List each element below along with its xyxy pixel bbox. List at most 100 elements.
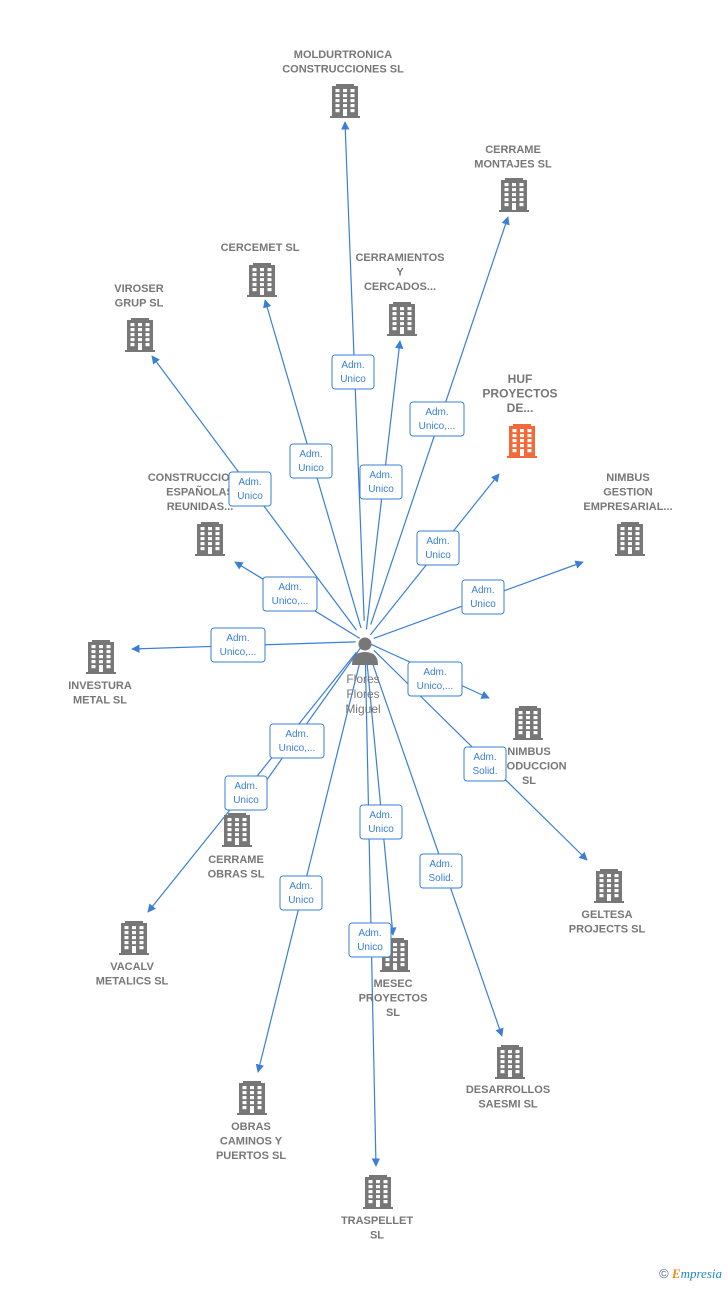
company-label-line: SL — [522, 775, 536, 787]
company-label-line: DE... — [507, 401, 534, 415]
relation-text-line: Adm. — [369, 810, 392, 821]
relation-label-nimbus-produccion[interactable]: Adm.Unico,... — [407, 661, 463, 697]
brand-name: mpresia — [680, 1266, 722, 1281]
building-icon — [119, 921, 149, 955]
company-label-line: OBRAS SL — [208, 869, 265, 881]
relation-label-construcciones-espanolas[interactable]: Adm.Unico,... — [262, 576, 318, 612]
company-label-line: TRASPELLET — [341, 1215, 413, 1227]
company-label-line: MOLDURTRONICA — [294, 49, 392, 61]
company-label-line: CONSTRUCCIONES — [148, 472, 253, 484]
relation-box — [463, 746, 507, 782]
relation-box — [262, 576, 318, 612]
relation-label-obras-caminos[interactable]: Adm.Unico — [279, 875, 323, 911]
relation-text-line: Adm. — [341, 360, 364, 371]
company-node-obras-caminos[interactable]: OBRAS CAMINOS Y PUERTOS SL — [216, 1081, 286, 1162]
relation-label-moldurtronica[interactable]: Adm.Unico — [331, 354, 375, 390]
company-node-cercemet[interactable]: CERCEMET SL — [221, 242, 300, 297]
building-icon — [615, 522, 645, 556]
person-icon — [352, 637, 378, 665]
relation-label-huf[interactable]: Adm.Unico — [416, 530, 460, 566]
company-label-line: CERRAME — [208, 854, 264, 866]
relation-text-line: Adm. — [358, 928, 381, 939]
relation-text-line: Unico,... — [220, 647, 257, 658]
relation-label-vacalv[interactable]: Adm.Unico,... — [269, 723, 325, 759]
building-icon — [195, 522, 225, 556]
relation-label-viroser[interactable]: Adm.Unico — [228, 471, 272, 507]
relation-text-line: Unico,... — [419, 421, 456, 432]
relation-text: Adm.Unico — [368, 470, 394, 495]
relation-box — [279, 875, 323, 911]
relation-label-cerrame-obras[interactable]: Adm.Unico — [224, 775, 268, 811]
relation-label-nimbus-gestion[interactable]: Adm.Unico — [461, 579, 505, 615]
relation-label-traspellet[interactable]: Adm.Unico — [348, 922, 392, 958]
relation-box — [348, 922, 392, 958]
building-icon — [363, 1175, 393, 1209]
relation-text-line: Adm. — [285, 729, 308, 740]
relation-label-investura[interactable]: Adm.Unico,... — [210, 627, 266, 663]
relation-text: Adm.Unico — [237, 477, 263, 502]
company-label-line: PUERTOS SL — [216, 1150, 286, 1162]
relation-label-mesec[interactable]: Adm.Unico — [359, 804, 403, 840]
relation-label-geltesa[interactable]: Adm.Solid. — [463, 746, 507, 782]
relation-text-line: Adm. — [234, 781, 257, 792]
company-label-line: PROYECTOS — [359, 993, 428, 1005]
relation-label-cerramientos[interactable]: Adm.Unico — [359, 464, 403, 500]
relation-text-line: Adm. — [423, 667, 446, 678]
company-label-line: MESEC — [373, 978, 412, 990]
company-label-line: HUF — [508, 372, 533, 386]
relation-labels-layer: Adm.UnicoAdm.Unico,...Adm.UnicoAdm.Unico… — [210, 354, 507, 958]
building-icon — [330, 84, 360, 118]
relation-text: Adm.Unico — [298, 449, 324, 474]
person-name-line: Flores — [346, 687, 379, 701]
company-label-line: REUNIDAS... — [167, 501, 234, 513]
company-label-line: VACALV — [110, 961, 154, 973]
company-label-line: OBRAS — [231, 1121, 271, 1133]
building-icon — [247, 263, 277, 297]
relation-text: Adm.Unico — [470, 585, 496, 610]
relation-box — [359, 464, 403, 500]
copyright-symbol: © — [659, 1266, 669, 1281]
brand-initial: E — [671, 1266, 681, 1281]
relation-label-cercemet[interactable]: Adm.Unico — [289, 443, 333, 479]
relation-label-cerrame-montajes[interactable]: Adm.Unico,... — [409, 401, 465, 437]
relation-text: Adm.Unico — [233, 781, 259, 806]
company-node-traspellet[interactable]: TRASPELLET SL — [341, 1175, 413, 1242]
company-label: CERCEMET SL — [221, 242, 300, 254]
relation-text: Adm.Solid. — [428, 859, 453, 884]
relation-label-desarrollos[interactable]: Adm.Solid. — [419, 853, 463, 889]
relation-text-line: Unico — [298, 463, 324, 474]
company-label-line: PRODUCCION — [491, 761, 566, 773]
company-label-line: MONTAJES SL — [474, 159, 552, 171]
company-label-line: SL — [370, 1230, 384, 1242]
company-node-cerrame-obras[interactable]: CERRAME OBRAS SL — [208, 813, 265, 881]
company-label-line: PROYECTOS — [482, 387, 557, 401]
company-label-line: CAMINOS Y — [220, 1136, 283, 1148]
relation-text: Adm.Unico — [288, 881, 314, 906]
relation-text-line: Unico — [288, 895, 314, 906]
company-label-line: METAL SL — [73, 695, 127, 707]
relation-text-line: Unico — [425, 550, 451, 561]
building-icon — [387, 302, 417, 336]
company-label-line: GRUP SL — [115, 298, 164, 310]
